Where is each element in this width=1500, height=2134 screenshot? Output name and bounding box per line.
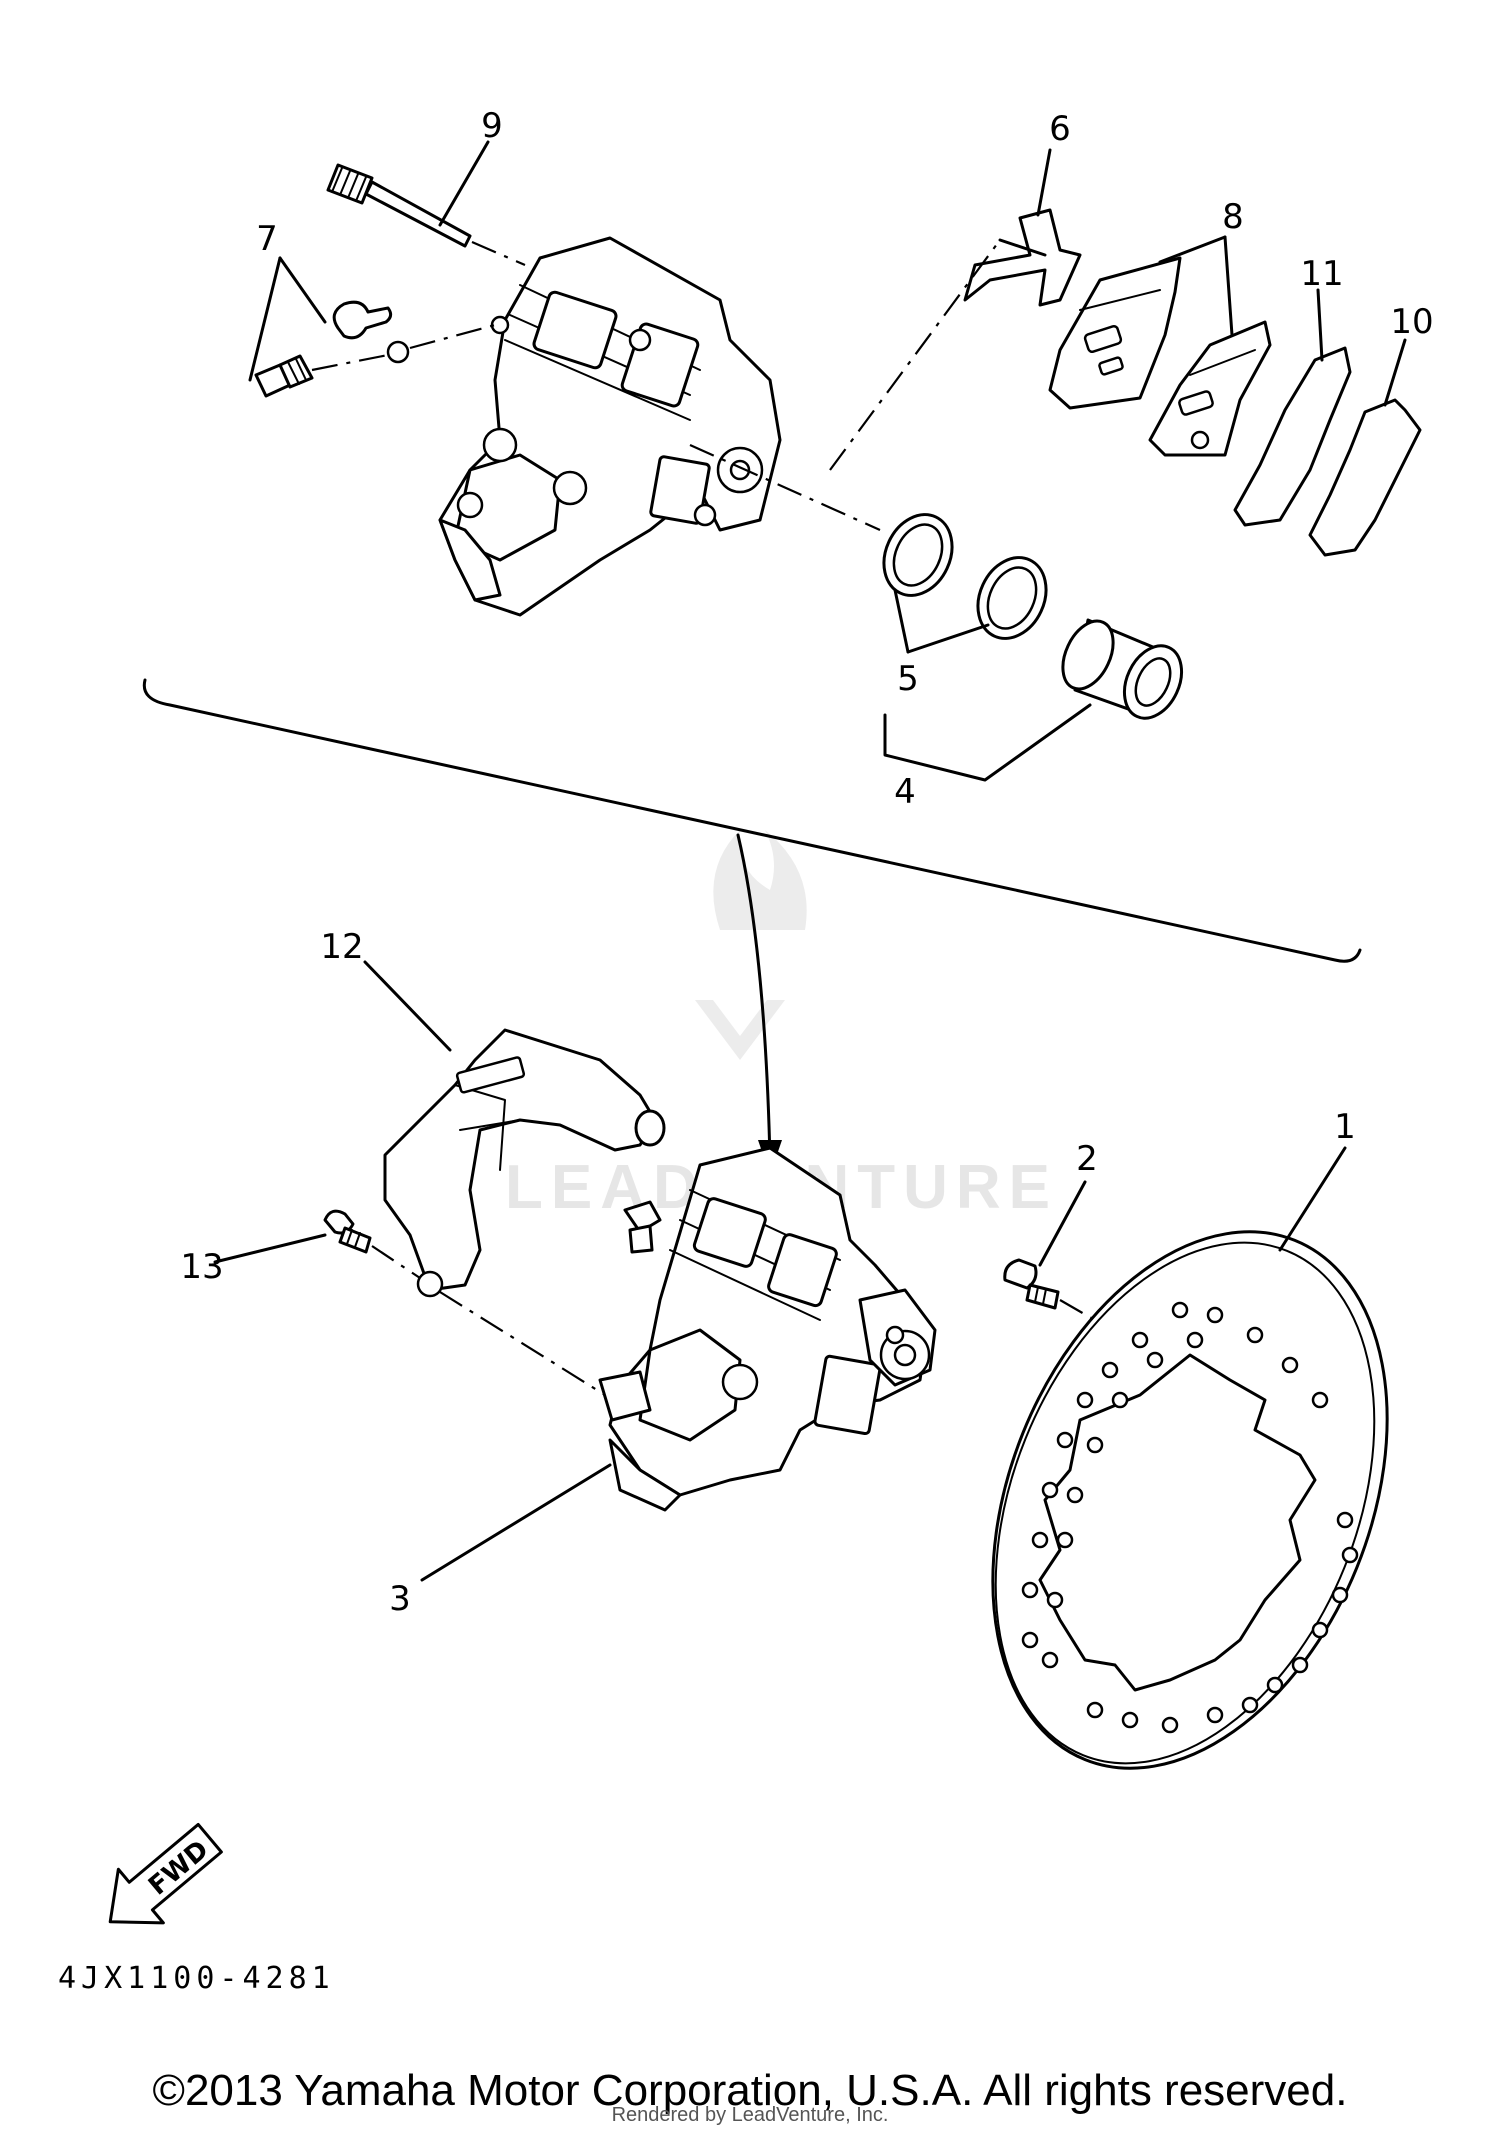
brake-disc	[991, 1230, 1389, 1770]
callout-2: 2	[1076, 1139, 1098, 1179]
caliper-assembly	[598, 1146, 937, 1512]
brake-pads	[1048, 256, 1272, 457]
pad-shim-outer	[1308, 398, 1422, 557]
leader-lines	[213, 140, 1407, 1582]
callout-4: 4	[894, 772, 916, 812]
bracket-bolt	[323, 1209, 421, 1279]
callout-13: 13	[180, 1247, 223, 1287]
rendered-by-notice: Rendered by LeadVenture, Inc.	[611, 2104, 889, 2126]
callout-3: 3	[389, 1579, 411, 1619]
bracket-axis-line	[439, 1291, 606, 1396]
callout-11: 11	[1300, 254, 1343, 294]
callout-1: 1	[1334, 1107, 1356, 1147]
pad-leader	[998, 238, 1047, 257]
callout-9: 9	[481, 106, 503, 146]
callout-5: 5	[897, 659, 919, 699]
assembly-arrow	[736, 833, 772, 1162]
callout-10: 10	[1390, 302, 1433, 342]
piston-seals	[882, 513, 1048, 640]
caliper-bracket	[383, 1028, 666, 1298]
callout-12: 12	[320, 927, 363, 967]
fwd-arrow-icon: FWD	[108, 1822, 223, 1925]
axis-line-piston	[689, 443, 881, 532]
caliper-body-exploded	[438, 236, 782, 617]
callout-7: 7	[256, 219, 278, 259]
callout-8: 8	[1222, 197, 1244, 237]
copyright-notice: ©2013 Yamaha Motor Corporation, U.S.A. A…	[152, 2066, 1348, 2115]
assembly-bracket	[142, 678, 1362, 963]
pad-pin	[326, 163, 526, 267]
disc-holes	[1021, 1301, 1359, 1734]
diagram-part-number: 4JX1100-4281	[58, 1961, 335, 1996]
pad-spring	[963, 208, 1082, 307]
callout-6: 6	[1049, 109, 1071, 149]
piston	[1061, 618, 1184, 720]
bleed-screw	[254, 300, 496, 398]
axis-line-upper	[829, 239, 1001, 471]
pad-shim	[1233, 346, 1352, 527]
disc-bolt	[1003, 1258, 1191, 1376]
